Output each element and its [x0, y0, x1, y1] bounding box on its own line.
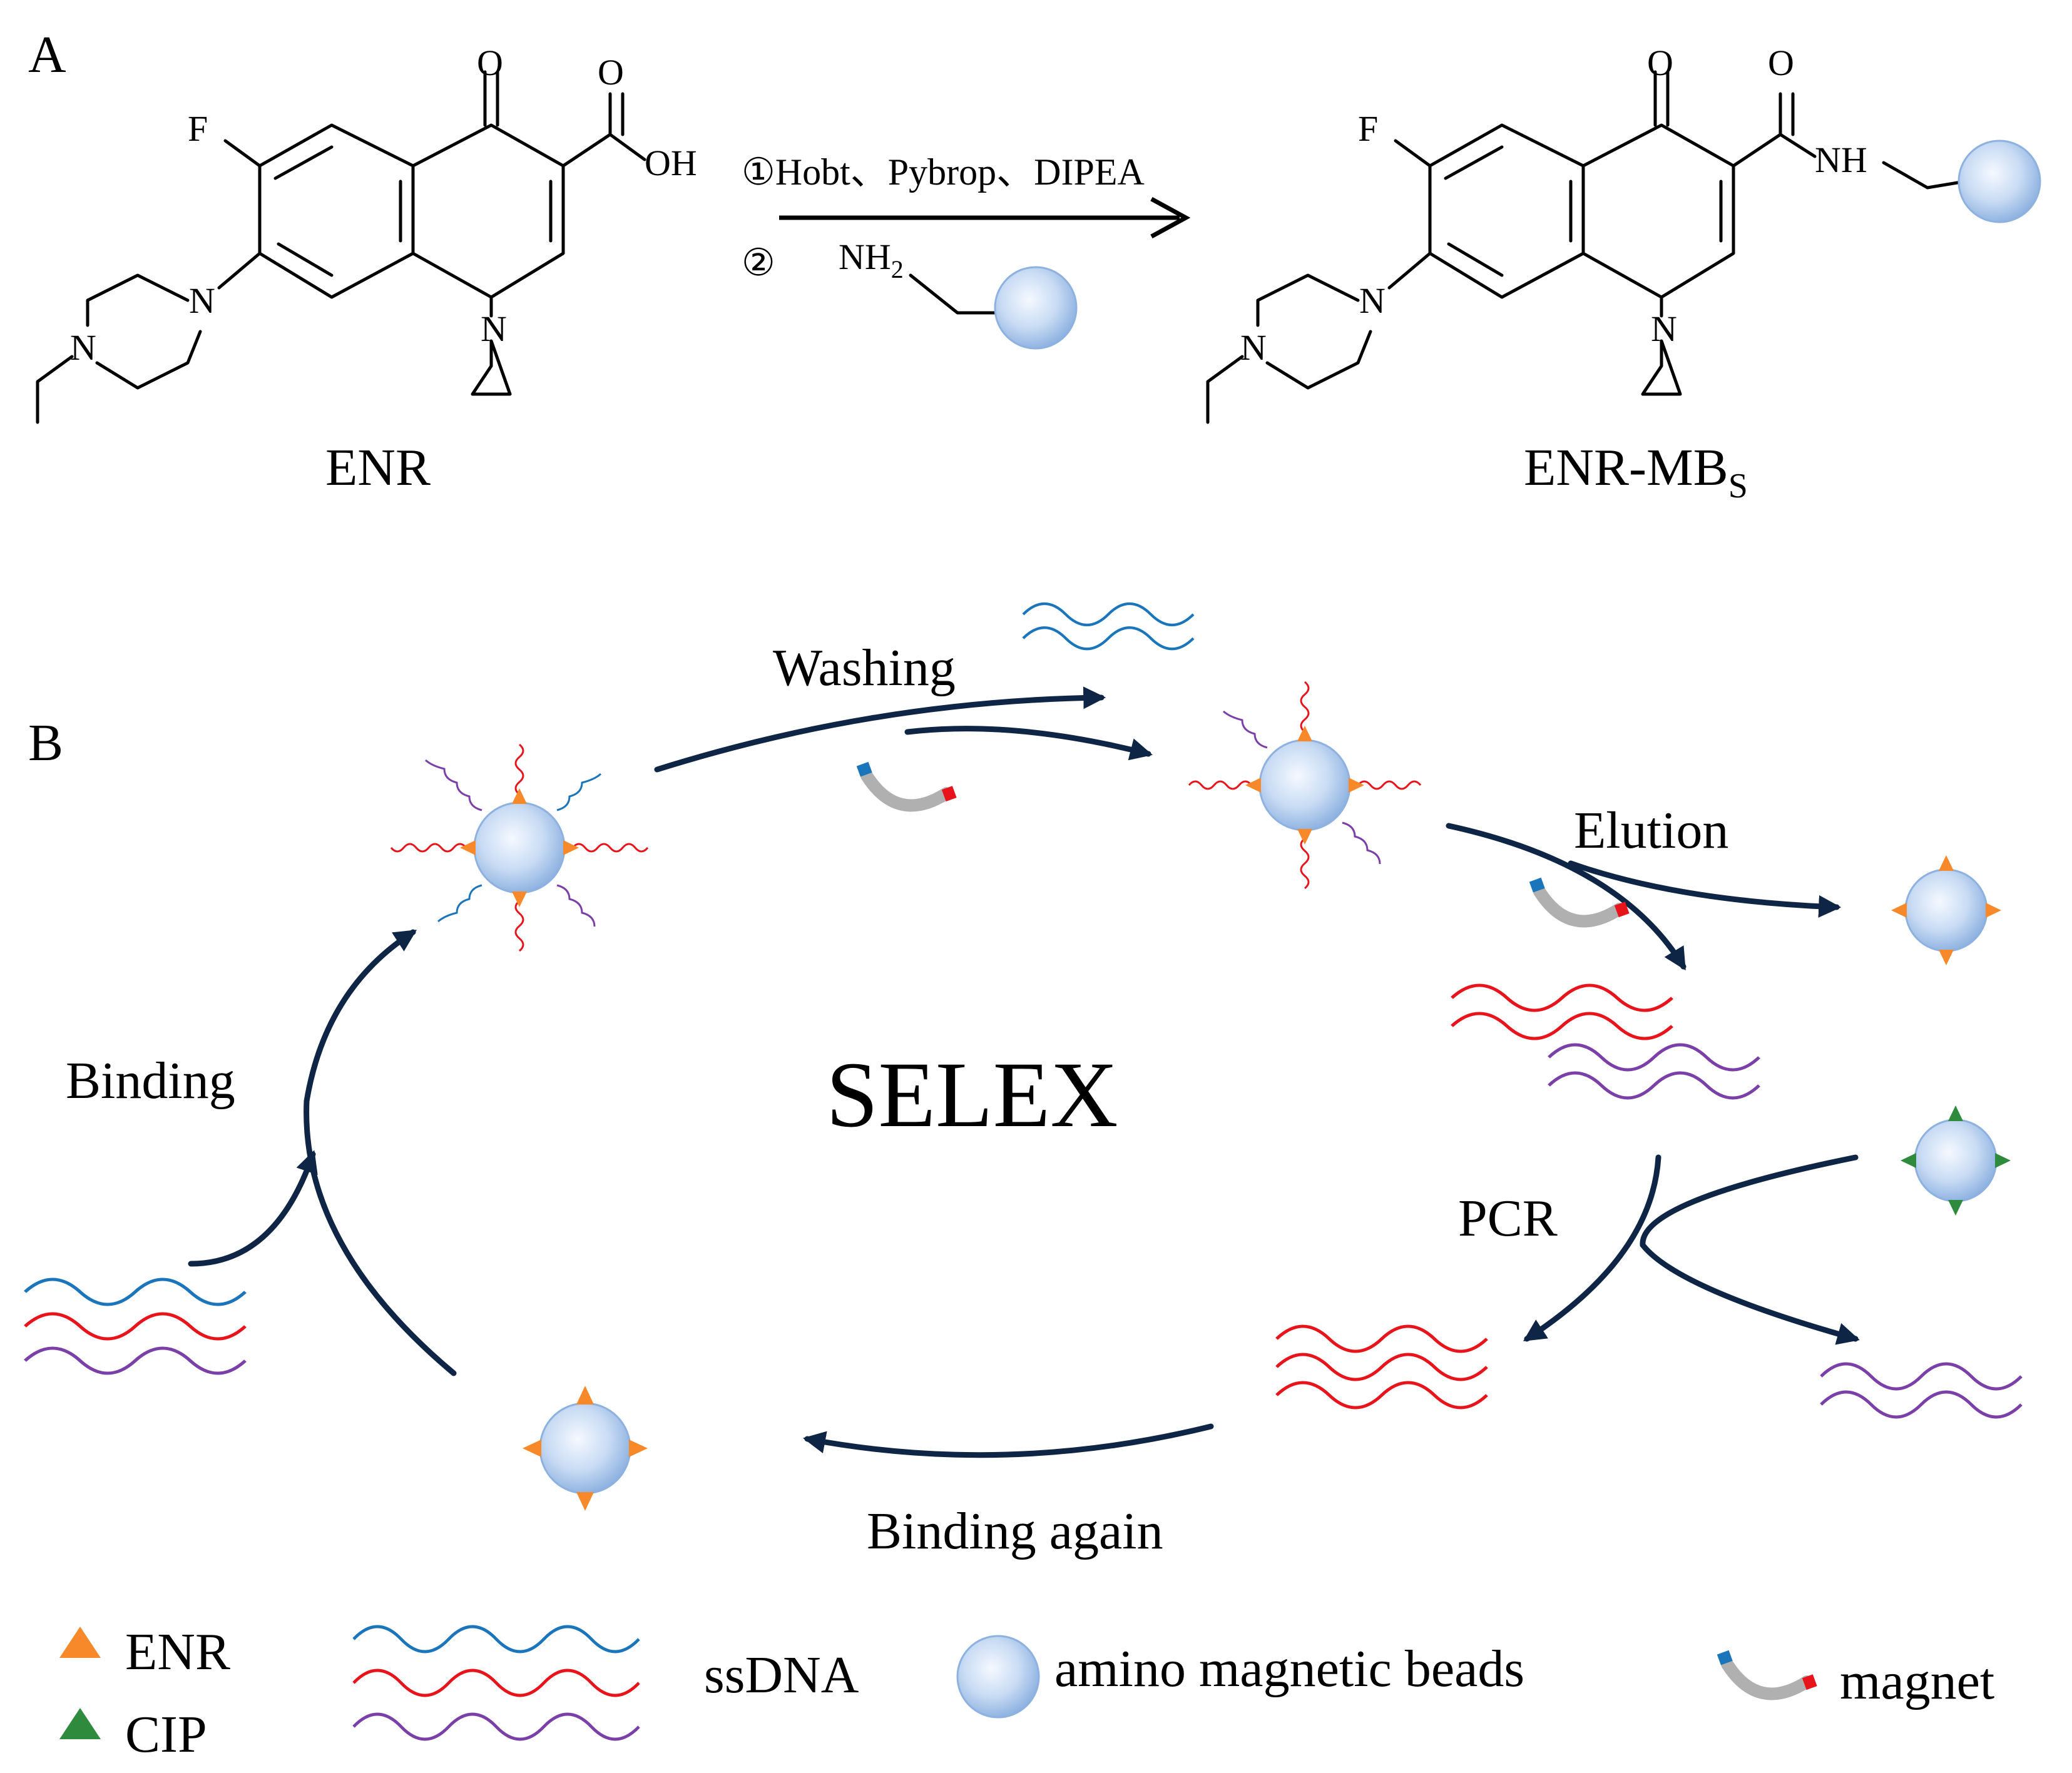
reagent-linker — [909, 273, 997, 315]
enr-mbs-structure: F O O NH N N N — [1206, 43, 2041, 424]
arrow-return-up — [304, 929, 457, 1376]
legend-magnet-icon — [1717, 1650, 1817, 1700]
arrow-pcr-down — [1523, 1154, 1661, 1342]
arrow-bead-to-elution — [1446, 823, 1687, 971]
ssdna-library — [25, 1279, 245, 1373]
legend-bead-icon — [956, 1635, 1040, 1719]
legend-beads-label: amino magnetic beads — [1054, 1640, 1524, 1698]
enr-structure: F O O OH N N N — [36, 43, 697, 424]
arrow-washing-to-bead — [904, 726, 1153, 761]
reagent-bead — [994, 266, 1078, 350]
legend-enr-label: ENR — [125, 1623, 230, 1681]
selex-title: SELEX — [826, 1043, 1118, 1147]
washed-ssdna — [1023, 604, 1193, 649]
reactant-name: ENR — [325, 439, 431, 497]
magnet-icon — [1529, 877, 1630, 928]
reaction-arrowhead — [1150, 196, 1191, 239]
product-name: ENR-MBS — [1524, 439, 1748, 505]
bead-cip — [1901, 1105, 2011, 1216]
legend: ENR CIP ssDNA amino magnetic beads magne… — [59, 1623, 1994, 1764]
bead-washed-complex — [1188, 681, 1422, 890]
legend-enr-marker — [59, 1627, 101, 1658]
panel-b-label: B — [28, 714, 63, 772]
atom-nh-product: NH — [1815, 140, 1867, 180]
panel-a-label: A — [28, 26, 66, 84]
atom-n-pip1: N — [189, 280, 215, 321]
legend-cip-label: CIP — [125, 1705, 207, 1764]
step-elution: Elution — [1574, 801, 1728, 860]
arrow-washing-out — [654, 686, 1106, 773]
bead-binding-complex — [390, 743, 649, 952]
bead-binding-again — [523, 1386, 648, 1511]
step-washing: Washing — [773, 639, 956, 697]
arrow-library-in — [188, 1150, 318, 1267]
reagent-amine: NH2 — [839, 236, 904, 283]
atom-n1: N — [481, 308, 507, 349]
atom-f-product: F — [1358, 108, 1378, 149]
legend-magnet-label: magnet — [1840, 1652, 1994, 1710]
step-binding: Binding — [66, 1052, 235, 1110]
atom-n-pip2-product: N — [1240, 327, 1267, 368]
atom-f: F — [188, 108, 208, 149]
step-binding-again: Binding again — [867, 1502, 1163, 1560]
magnet-icon — [856, 761, 957, 812]
atom-n-pip2: N — [70, 327, 96, 368]
arrow-cip-branch — [1640, 1154, 1860, 1345]
reaction-step1: ①Hobt、Pybrop、DIPEA — [742, 151, 1145, 193]
arrow-elution-bead — [1568, 860, 1842, 918]
removed-purple-ssdna — [1821, 1364, 2021, 1417]
cycle-arrows — [188, 686, 1860, 1458]
atom-n1-product: N — [1651, 308, 1677, 349]
pcr-red-ssdna — [1277, 1326, 1487, 1408]
atom-o-amide-product: O — [1768, 43, 1794, 83]
atom-o-acid: O — [598, 52, 624, 93]
atom-o-ketone: O — [477, 43, 503, 83]
step-pcr: PCR — [1458, 1189, 1558, 1247]
bead-eluted — [1891, 855, 2001, 965]
arrow-binding-again — [802, 1423, 1214, 1458]
atom-oh: OH — [645, 143, 697, 183]
legend-ssdna-label: ssDNA — [704, 1646, 859, 1704]
atom-o-ketone-product: O — [1647, 43, 1673, 83]
reaction-step2-marker: ② — [742, 242, 775, 283]
legend-cip-marker — [59, 1708, 101, 1739]
atom-n-pip1-product: N — [1359, 280, 1386, 321]
eluted-ssdna — [1452, 985, 1759, 1098]
